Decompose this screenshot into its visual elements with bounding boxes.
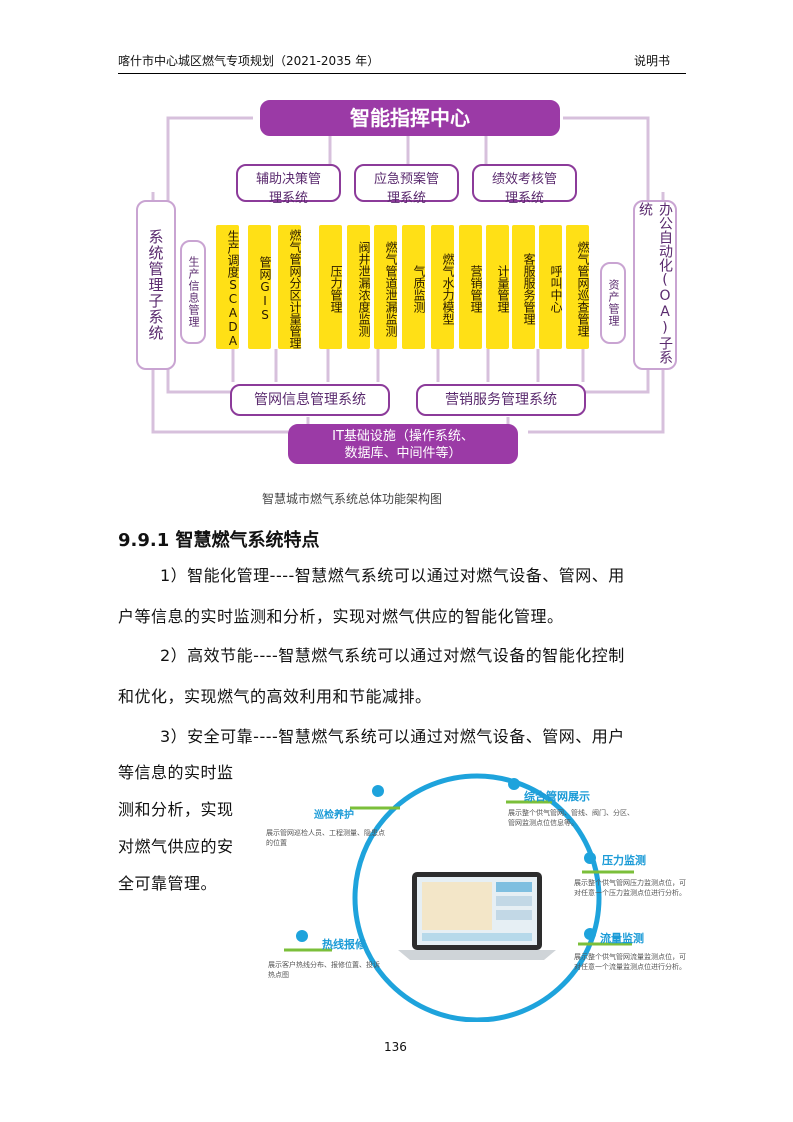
- yellow-box-1: 生产调度SCADA: [216, 225, 240, 349]
- yellow-box-5: 阀井泄漏浓度监测: [347, 225, 371, 349]
- para-1-line-2: 户等信息的实时监测和分析，实现对燃气供应的智能化管理。: [118, 607, 564, 626]
- para-3-line-3: 测和分析，实现: [118, 800, 234, 819]
- yellow-box-8: 燃气水力模型: [431, 225, 455, 349]
- flow-desc: 展示整个供气管网流量监测点位，可对任意一个流量监测点位进行分析。: [574, 953, 686, 971]
- monitoring-illustration: 巡检养护 展示管网巡检人员、工程测量、隐患点的位置 综合管网展示 展示整个供气管…: [262, 770, 692, 1022]
- yellow-box-7: 气质监测: [402, 225, 426, 349]
- flow-title: 流量监测: [600, 932, 644, 945]
- para-3-line-5: 全可靠管理。: [118, 874, 218, 893]
- illustration-graphic: [284, 773, 634, 1022]
- marketing-service-box: 营销服务管理系统: [416, 384, 586, 416]
- header-title: 喀什市中心城区燃气专项规划（2021-2035 年）: [118, 54, 380, 68]
- yellow-box-2: 管网GIS: [248, 225, 272, 349]
- yellow-box-13: 燃气管网巡查管理: [566, 225, 590, 349]
- asset-mgmt-box: 资产管理: [600, 262, 626, 344]
- yellow-box-6: 燃气管道泄漏监测: [374, 225, 398, 349]
- network-desc: 展示整个供气管网、管线、阀门、分区、管网监测点位信息等。: [508, 809, 634, 827]
- performance-box: 绩效考核管理系统: [472, 164, 577, 206]
- command-center-box: 智能指挥中心: [260, 100, 560, 136]
- yellow-box-9: 营销管理: [459, 225, 483, 349]
- header-rule: [118, 73, 686, 74]
- diagram-caption: 智慧城市燃气系统总体功能架构图: [262, 492, 443, 506]
- yellow-box-10: 计量管理: [486, 225, 510, 349]
- decision-support-box: 辅助决策管理系统: [236, 164, 341, 206]
- header-doc-type: 说明书: [634, 54, 671, 68]
- network-title: 综合管网展示: [524, 790, 590, 803]
- para-2-line-1: 2）高效节能----智慧燃气系统可以通过对燃气设备的智能化控制: [160, 646, 625, 665]
- pressure-desc: 展示整个供气管网压力监测点位，可对任意一个压力监测点位进行分析。: [574, 879, 686, 897]
- architecture-diagram: 智能指挥中心 辅助决策管理系统 应急预案管理系统 绩效考核管理系统 系统管理子系…: [128, 92, 688, 487]
- it-infra-box: IT基础设施（操作系统、数据库、中间件等）: [288, 424, 518, 464]
- para-3-line-1: 3）安全可靠----智慧燃气系统可以通过对燃气设备、管网、用户: [160, 727, 625, 746]
- page-number: 136: [384, 1040, 407, 1054]
- emergency-plan-box: 应急预案管理系统: [354, 164, 459, 206]
- para-2-line-2: 和优化，实现燃气的高效利用和节能减排。: [118, 687, 432, 706]
- patrol-desc: 展示管网巡检人员、工程测量、隐患点的位置: [266, 829, 385, 847]
- yellow-box-3: 燃气管网分区计量管理: [278, 225, 302, 349]
- patrol-title: 巡检养护: [314, 810, 354, 821]
- para-1-line-1: 1）智能化管理----智慧燃气系统可以通过对燃气设备、管网、用: [160, 566, 625, 585]
- yellow-box-11: 客服服务管理: [512, 225, 536, 349]
- yellow-box-4: 压力管理: [319, 225, 343, 349]
- section-heading: 9.9.1 智慧燃气系统特点: [118, 530, 320, 551]
- hotline-desc: 展示客户热线分布、报修位置、投诉热点图: [268, 961, 380, 979]
- para-3-line-2: 等信息的实时监: [118, 763, 234, 782]
- pressure-title: 压力监测: [602, 854, 646, 867]
- yellow-box-12: 呼叫中心: [539, 225, 563, 349]
- hotline-title: 热线报修: [322, 938, 366, 951]
- para-3-line-4: 对燃气供应的安: [118, 837, 234, 856]
- system-mgmt-box: 系统管理子系统: [136, 200, 176, 370]
- oa-box: 办公自动化(OA)子系统: [633, 200, 677, 370]
- network-info-box: 管网信息管理系统: [230, 384, 390, 416]
- production-info-box: 生产信息管理: [180, 240, 206, 344]
